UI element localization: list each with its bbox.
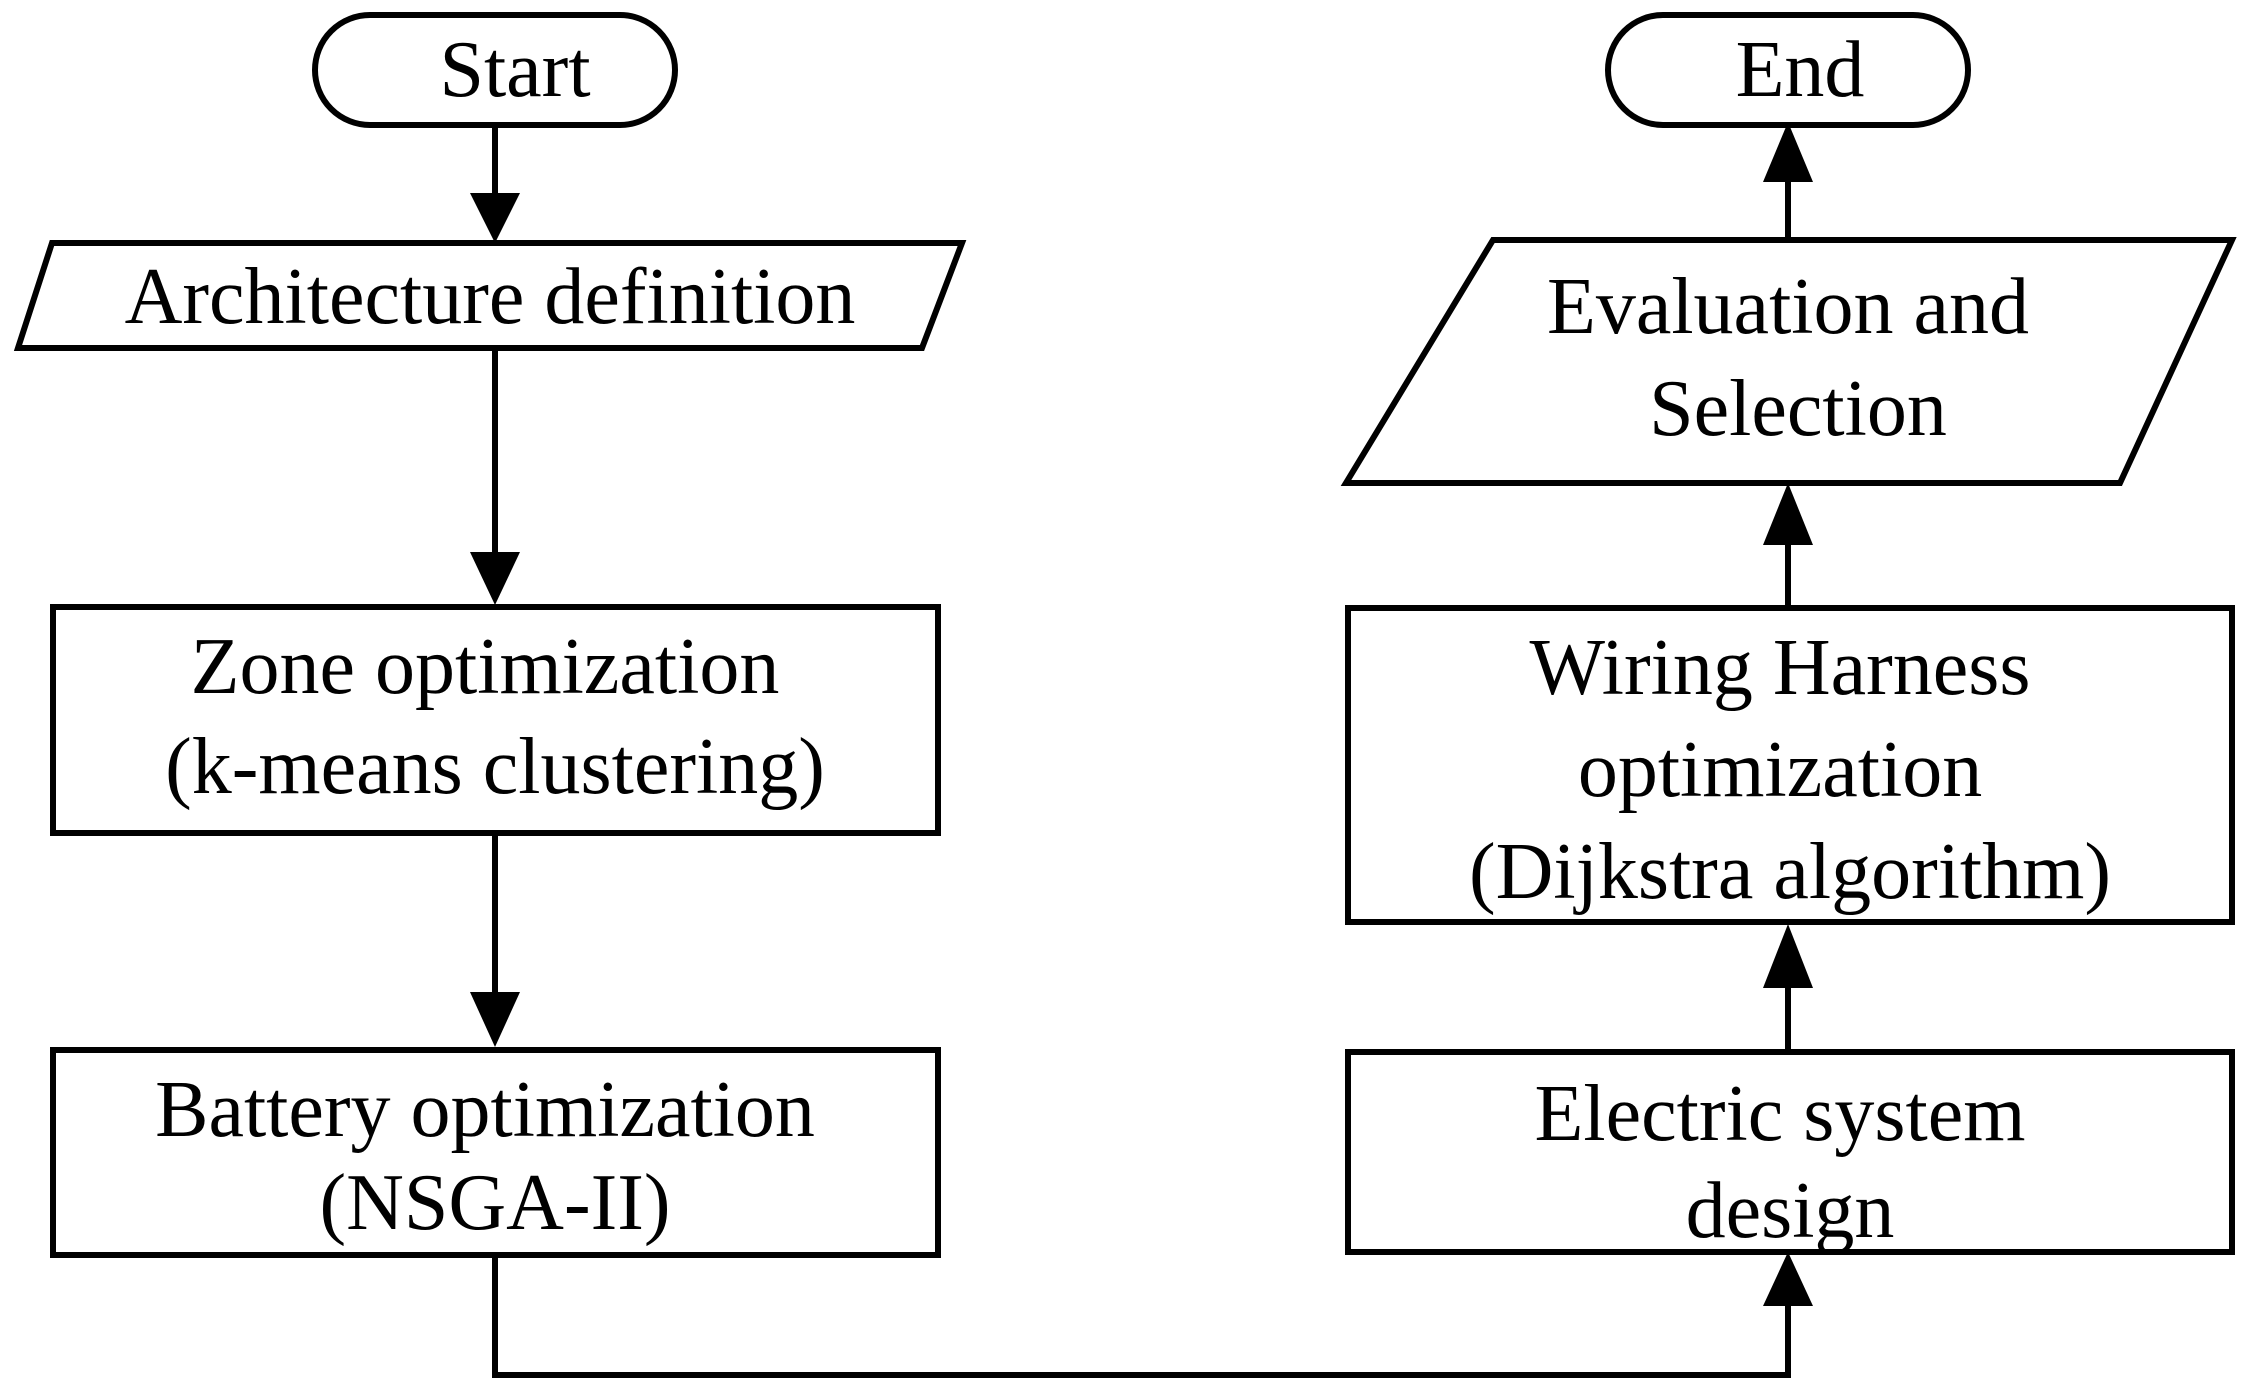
arrowhead-zone <box>470 552 520 605</box>
zone-process-shape <box>50 604 941 836</box>
wiring-node: Wiring Harness optimization (Dijkstra al… <box>1345 605 2235 925</box>
arrowhead-evaluation <box>1763 483 1813 545</box>
arrowhead-wiring <box>1763 924 1813 988</box>
battery-node: Battery optimization (NSGA-II) <box>50 1047 941 1258</box>
svg-text:Zone optimization (k-mea: Zone optimization (k-means clustering) <box>165 623 825 811</box>
electric-process-shape <box>1345 1049 2235 1255</box>
edges <box>470 122 1813 1378</box>
battery-process-shape <box>50 1047 941 1258</box>
edge-battery-to-electric <box>492 1255 1791 1378</box>
zone-node: Zone optimization (k-means clustering) <box>50 604 941 836</box>
wiring-label-line-2: optimization <box>1578 726 1982 814</box>
start-terminal-shape <box>312 12 678 128</box>
svg-text:Start: Start <box>439 26 590 114</box>
wiring-label-line-1: Wiring Harness <box>1529 624 2030 712</box>
evaluation-parallelogram-shape <box>1340 237 2237 486</box>
battery-label-line-2: (NSGA-II) <box>319 1159 670 1247</box>
arrowhead-battery <box>470 992 520 1047</box>
zone-label-line-1: Zone optimization <box>191 623 780 711</box>
svg-text:Architecture definition: Architecture definition <box>125 253 856 341</box>
electric-label-line-2: design <box>1686 1167 1895 1255</box>
evaluation-label-line-2: Selection <box>1649 365 1947 453</box>
start-node: Start <box>312 12 678 128</box>
electric-label-line-1: Electric system <box>1535 1070 2026 1158</box>
architecture-node: Architecture definition <box>13 240 967 351</box>
end-label: End <box>1736 26 1865 114</box>
svg-text:Wiring Harness optimizat: Wiring Harness optimization (Dijkstra al… <box>1469 624 2111 916</box>
zone-label-line-2: (k-means clustering) <box>165 723 825 811</box>
arrowhead-end <box>1763 122 1813 182</box>
svg-text:Battery optimization (NS: Battery optimization (NSGA-II) <box>155 1066 835 1247</box>
architecture-label: Architecture definition <box>125 253 856 341</box>
svg-text:Evaluation and Selection: Evaluation and Selection <box>1547 263 2049 453</box>
svg-text:End: End <box>1736 26 1865 114</box>
architecture-parallelogram-shape <box>13 240 967 351</box>
end-terminal-shape <box>1605 12 1971 128</box>
end-node: End <box>1605 12 1971 128</box>
start-label: Start <box>439 26 590 114</box>
wiring-process-shape <box>1345 605 2235 925</box>
wiring-label-line-3: (Dijkstra algorithm) <box>1469 828 2111 916</box>
battery-label-line-1: Battery optimization <box>155 1066 815 1154</box>
evaluation-node: Evaluation and Selection <box>1340 237 2237 486</box>
svg-text:Electric system design: Electric system design <box>1535 1070 2046 1255</box>
electric-node: Electric system design <box>1345 1049 2235 1255</box>
arrowhead-architecture <box>470 193 520 243</box>
arrowhead-electric <box>1763 1252 1813 1306</box>
evaluation-label-line-1: Evaluation and <box>1547 263 2029 351</box>
